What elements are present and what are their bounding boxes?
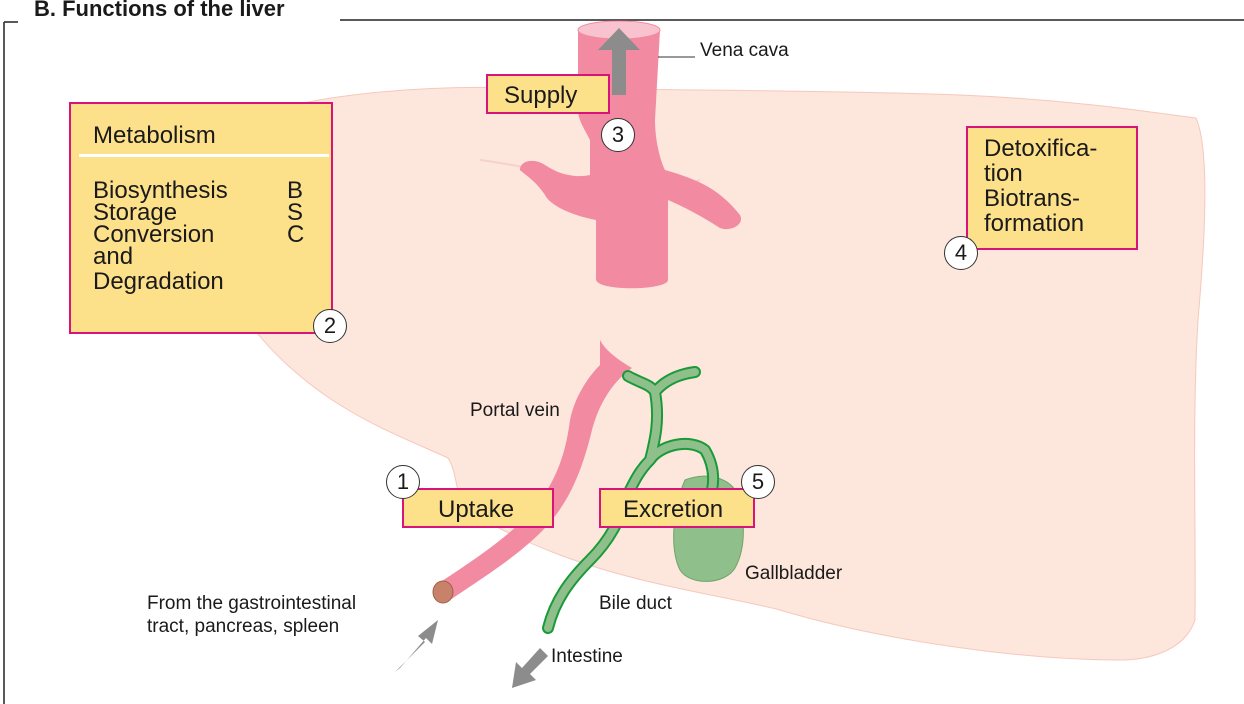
metabolism-line-and: and: [93, 246, 327, 268]
bile-duct-label: Bile duct: [599, 593, 672, 615]
detox-line: Detoxifica-: [984, 136, 1097, 161]
detox-line: formation: [984, 211, 1097, 236]
source-label-line1: From the gastrointestinal: [147, 593, 356, 615]
metabolism-heading: Metabolism: [93, 124, 216, 148]
vena-cava-label: Vena cava: [700, 40, 789, 62]
supply-label: Supply: [504, 84, 577, 108]
uptake-box: Uptake: [402, 488, 554, 528]
number-2-circle: 2: [313, 309, 347, 343]
metabolism-list: Biosynthesis B Storage S Conversion C an…: [93, 180, 327, 296]
intestine-arrow-icon: [512, 648, 548, 688]
portal-vein-label: Portal vein: [470, 400, 560, 422]
uptake-label: Uptake: [438, 498, 514, 522]
metabolism-divider: [79, 154, 329, 157]
source-label-line2: tract, pancreas, spleen: [147, 616, 339, 638]
detox-line: Biotrans-: [984, 186, 1097, 211]
portal-vein-opening: [433, 581, 453, 603]
number-4-circle: 4: [944, 236, 978, 270]
metabolism-row-abbr: C: [287, 224, 327, 246]
supply-box: Supply: [486, 74, 610, 114]
excretion-box: Excretion: [599, 488, 755, 528]
metabolism-line-degradation: Degradation: [93, 268, 327, 296]
gallbladder-label: Gallbladder: [745, 563, 842, 585]
input-arrow-icon: [395, 620, 438, 672]
number-5-circle: 5: [741, 465, 775, 499]
figure-title: B. Functions of the liver: [30, 0, 293, 23]
excretion-label: Excretion: [623, 498, 723, 522]
number-1-circle: 1: [386, 465, 420, 499]
number-3-circle: 3: [601, 118, 635, 152]
detox-line: tion: [984, 161, 1097, 186]
detox-text: Detoxifica- tion Biotrans- formation: [984, 136, 1097, 236]
detox-box: Detoxifica- tion Biotrans- formation: [966, 126, 1138, 250]
intestine-label: Intestine: [551, 646, 623, 668]
metabolism-box: Metabolism Biosynthesis B Storage S Conv…: [69, 102, 333, 334]
